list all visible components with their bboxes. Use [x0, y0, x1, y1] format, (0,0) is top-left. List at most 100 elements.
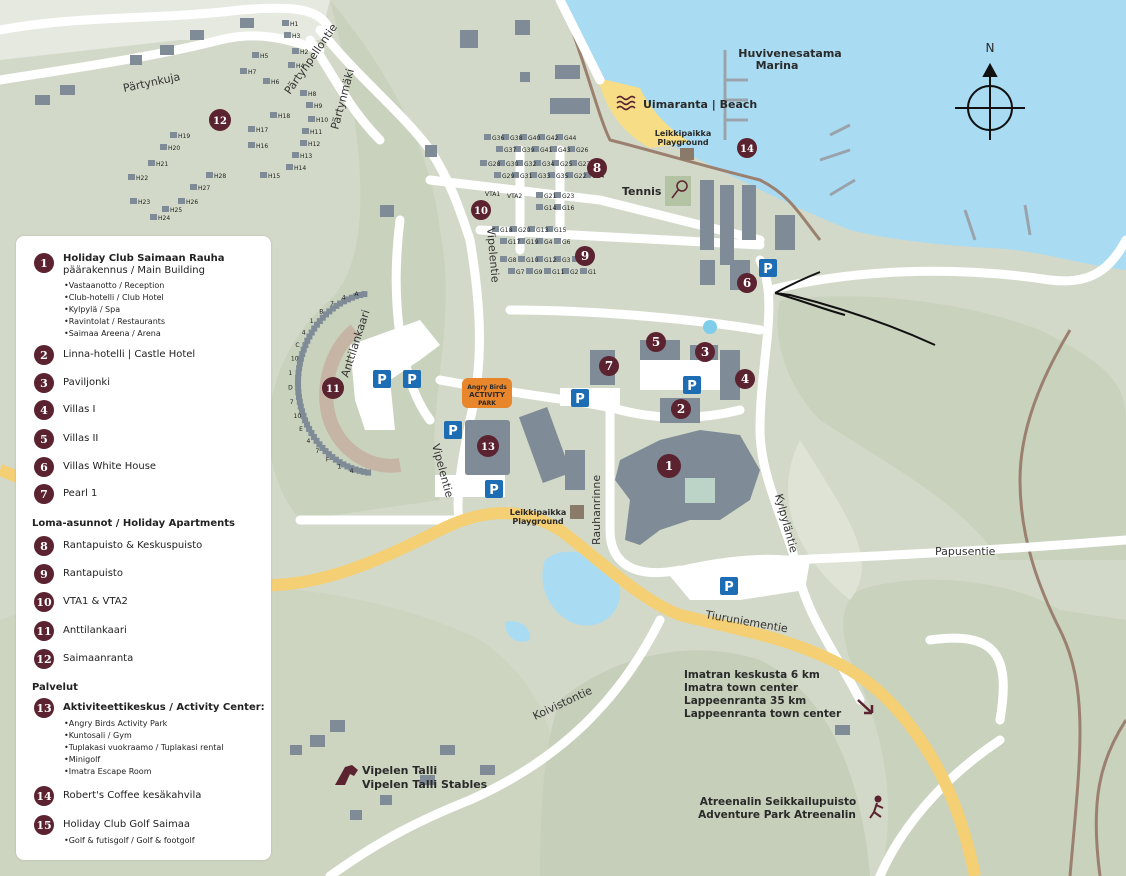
cabin: [580, 268, 587, 274]
cabin: [333, 302, 340, 309]
cabin: [326, 308, 333, 315]
direction-imatra-en: Imatra town center: [684, 682, 799, 694]
map-marker-5[interactable]: 5: [646, 332, 666, 352]
cabin-label-g20: G20: [518, 227, 530, 234]
anttilankaari-label: 10: [291, 356, 299, 363]
map-marker-label: 14: [740, 144, 754, 155]
anttilankaari-label: 1: [310, 318, 314, 325]
map-marker-7[interactable]: 7: [599, 356, 619, 376]
cabin: [323, 311, 329, 318]
cabin: [536, 192, 543, 198]
cabin-cluster-h: [128, 20, 315, 220]
map-marker-2[interactable]: 2: [671, 399, 691, 419]
cabin-label-h15: H15: [268, 173, 280, 180]
map-marker-label: 11: [326, 384, 340, 395]
map-marker-label: 13: [481, 442, 495, 453]
map-marker-6[interactable]: 6: [737, 273, 757, 293]
cabin: [500, 256, 507, 262]
vta-label-1: VTA1: [485, 191, 500, 198]
direction-lpr-en: Lappeenranta town center: [684, 708, 842, 720]
cabin: [295, 379, 301, 386]
map-marker-label: 9: [581, 249, 589, 263]
cabin-label-g10: G10: [526, 257, 538, 264]
shore-path: [570, 29, 822, 241]
activity-park-logo: Angry Birds ACTIVITY PARK: [462, 378, 512, 408]
playground2-label-en: Playground: [512, 517, 564, 526]
map-marker-8[interactable]: 8: [587, 158, 607, 178]
cabin-label-g19: G19: [526, 239, 538, 246]
parking-lots: [350, 320, 810, 600]
cabin-label-g3: G3: [562, 257, 571, 264]
cabin: [319, 314, 326, 321]
cabin-label-h25: H25: [170, 207, 182, 214]
cabin: [130, 198, 137, 204]
map-marker-1[interactable]: 1: [657, 454, 681, 478]
cabin-label-g34: G34: [542, 161, 554, 168]
cabin: [544, 268, 551, 274]
forest-trail: [1018, 329, 1082, 876]
cabin: [304, 421, 310, 428]
anttilankaari-label: 7: [290, 399, 294, 406]
legend-bullets-13: Angry Birds Activity Park Kuntosali / Gy…: [64, 718, 224, 778]
cabin-label-g11: G11: [552, 269, 564, 276]
cabin-label-h21: H21: [156, 161, 168, 168]
cabin-label-h4: H4: [296, 63, 305, 70]
cabin-label-g17: G17: [508, 239, 520, 246]
cabin: [498, 160, 505, 166]
map-marker-14[interactable]: 14: [737, 138, 757, 158]
cabin-label-g22: G22: [574, 173, 586, 180]
cabin: [556, 134, 563, 140]
adventure-label-en: Adventure Park Atreenalin: [698, 809, 856, 821]
cabin-label-g42: G42: [546, 135, 558, 142]
map-marker-12[interactable]: 12: [209, 109, 231, 131]
parking-sign: P: [720, 577, 738, 595]
waves-icon: [616, 95, 636, 111]
cabin: [178, 198, 185, 204]
legend-bullets-15: Golf & futisgolf / Golf & footgolf: [64, 835, 195, 847]
cabin: [340, 461, 347, 468]
anttilankaari-label: 7: [316, 448, 320, 455]
cabin: [348, 294, 355, 301]
anttilankaari-label: A: [354, 291, 359, 298]
map-marker-9[interactable]: 9: [575, 246, 595, 266]
cabin: [494, 172, 501, 178]
cabin-label-g23: G23: [562, 193, 574, 200]
parking-sign-label: P: [489, 483, 499, 498]
cabin: [538, 134, 545, 140]
cabin-label-h26: H26: [186, 199, 198, 206]
vta-label-2: VTA2: [507, 193, 522, 200]
cabin: [299, 408, 305, 415]
hiker-icon: [869, 795, 884, 819]
direction-imatra-fi: Imatran keskusta 6 km: [684, 669, 820, 681]
anttilankaari-label: D: [288, 385, 293, 392]
playground1-label-en: Playground: [657, 138, 709, 147]
cabin: [554, 204, 561, 210]
cabin: [322, 448, 329, 455]
cabin: [240, 68, 247, 74]
cabin: [516, 160, 523, 166]
legend-panel: 1 Holiday Club Saimaan Rauha päärakennus…: [16, 236, 271, 860]
cabin: [311, 325, 318, 332]
cabin: [361, 291, 368, 298]
cabin-label-g30: G30: [506, 161, 518, 168]
stables-label-en: Vipelen Talli Stables: [362, 778, 488, 791]
cabin-label-g32: G32: [524, 161, 536, 168]
parking-sign-label: P: [687, 379, 697, 394]
map-marker-3[interactable]: 3: [695, 342, 715, 362]
map-marker-label: 12: [213, 116, 227, 127]
cabin: [252, 52, 259, 58]
cabin: [554, 192, 561, 198]
cabin: [170, 132, 177, 138]
cabin: [530, 172, 537, 178]
parking-sign-label: P: [575, 392, 585, 407]
map-marker-4[interactable]: 4: [735, 369, 755, 389]
map-marker-11[interactable]: 11: [322, 377, 344, 399]
map-marker-10[interactable]: 10: [471, 200, 491, 220]
cabin-label-g2: G2: [570, 269, 579, 276]
cabin: [270, 112, 277, 118]
map-marker-13[interactable]: 13: [477, 435, 499, 457]
cabin: [296, 360, 303, 367]
